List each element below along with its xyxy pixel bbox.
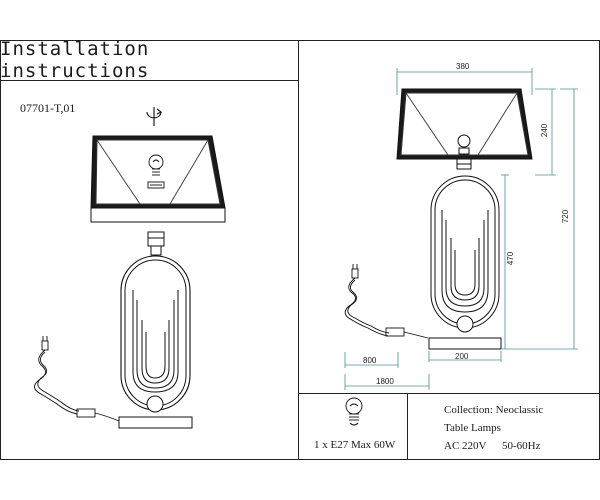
- lamp-body-dimensioned: [428, 175, 502, 350]
- dim-cord-length: 1800: [376, 377, 394, 386]
- spec-bulb-icon: [345, 397, 363, 426]
- dim-base-width: 200: [455, 352, 469, 361]
- rotate-arrow-icon: [146, 107, 163, 126]
- voltage-label: AC 220V: [444, 440, 487, 452]
- power-cord-left: [34, 336, 120, 422]
- cord-switch-icon: [76, 408, 96, 418]
- model-number: 07701-T,01: [20, 101, 76, 115]
- collection-label: Collection: Neoclassic: [444, 404, 544, 416]
- power-cord-right: [344, 264, 429, 339]
- dimension-lines: [344, 68, 578, 390]
- page-title: Installation instructions: [0, 38, 150, 82]
- dim-body-height: 470: [506, 251, 516, 266]
- bulb-spec: 1 x E27 Max 60W: [314, 439, 396, 451]
- category-label: Table Lamps: [444, 422, 501, 434]
- dim-shade-width: 380: [456, 62, 470, 71]
- plug-icon: [41, 340, 49, 351]
- plug-icon: [351, 268, 359, 279]
- lamp-shade-dimensioned: [396, 88, 533, 170]
- dim-total-height: 720: [561, 209, 571, 224]
- lamp-shade-exploded: [90, 135, 226, 223]
- lamp-body-exploded: [118, 231, 193, 429]
- light-bulb-icon: [147, 154, 165, 189]
- cord-switch-icon: [385, 327, 405, 337]
- dim-switch-length: 800: [363, 356, 377, 365]
- frequency-label: 50-60Hz: [502, 440, 541, 452]
- dim-shade-height: 240: [540, 123, 550, 138]
